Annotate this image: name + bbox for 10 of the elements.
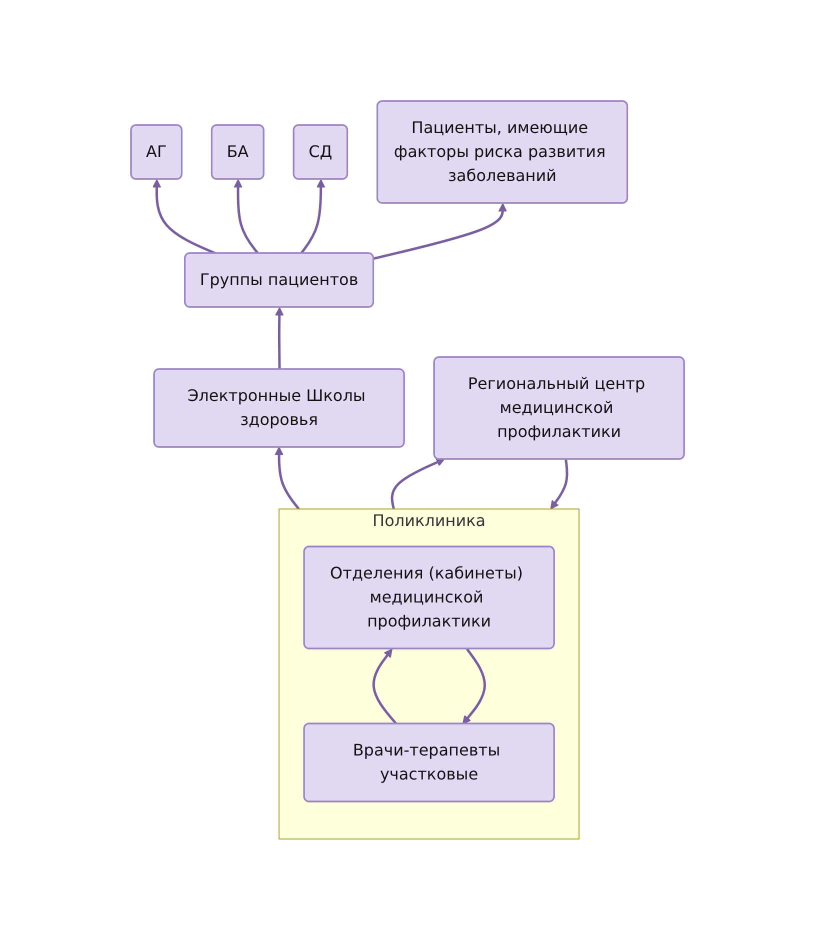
arrow <box>152 179 216 255</box>
arrow <box>372 648 398 725</box>
arrow <box>274 307 284 370</box>
arrow <box>300 179 326 254</box>
arrow <box>274 446 300 510</box>
arrow <box>373 203 507 260</box>
arrow <box>462 648 486 724</box>
arrow <box>234 179 260 254</box>
arrow <box>550 458 568 510</box>
arrow <box>390 458 445 510</box>
